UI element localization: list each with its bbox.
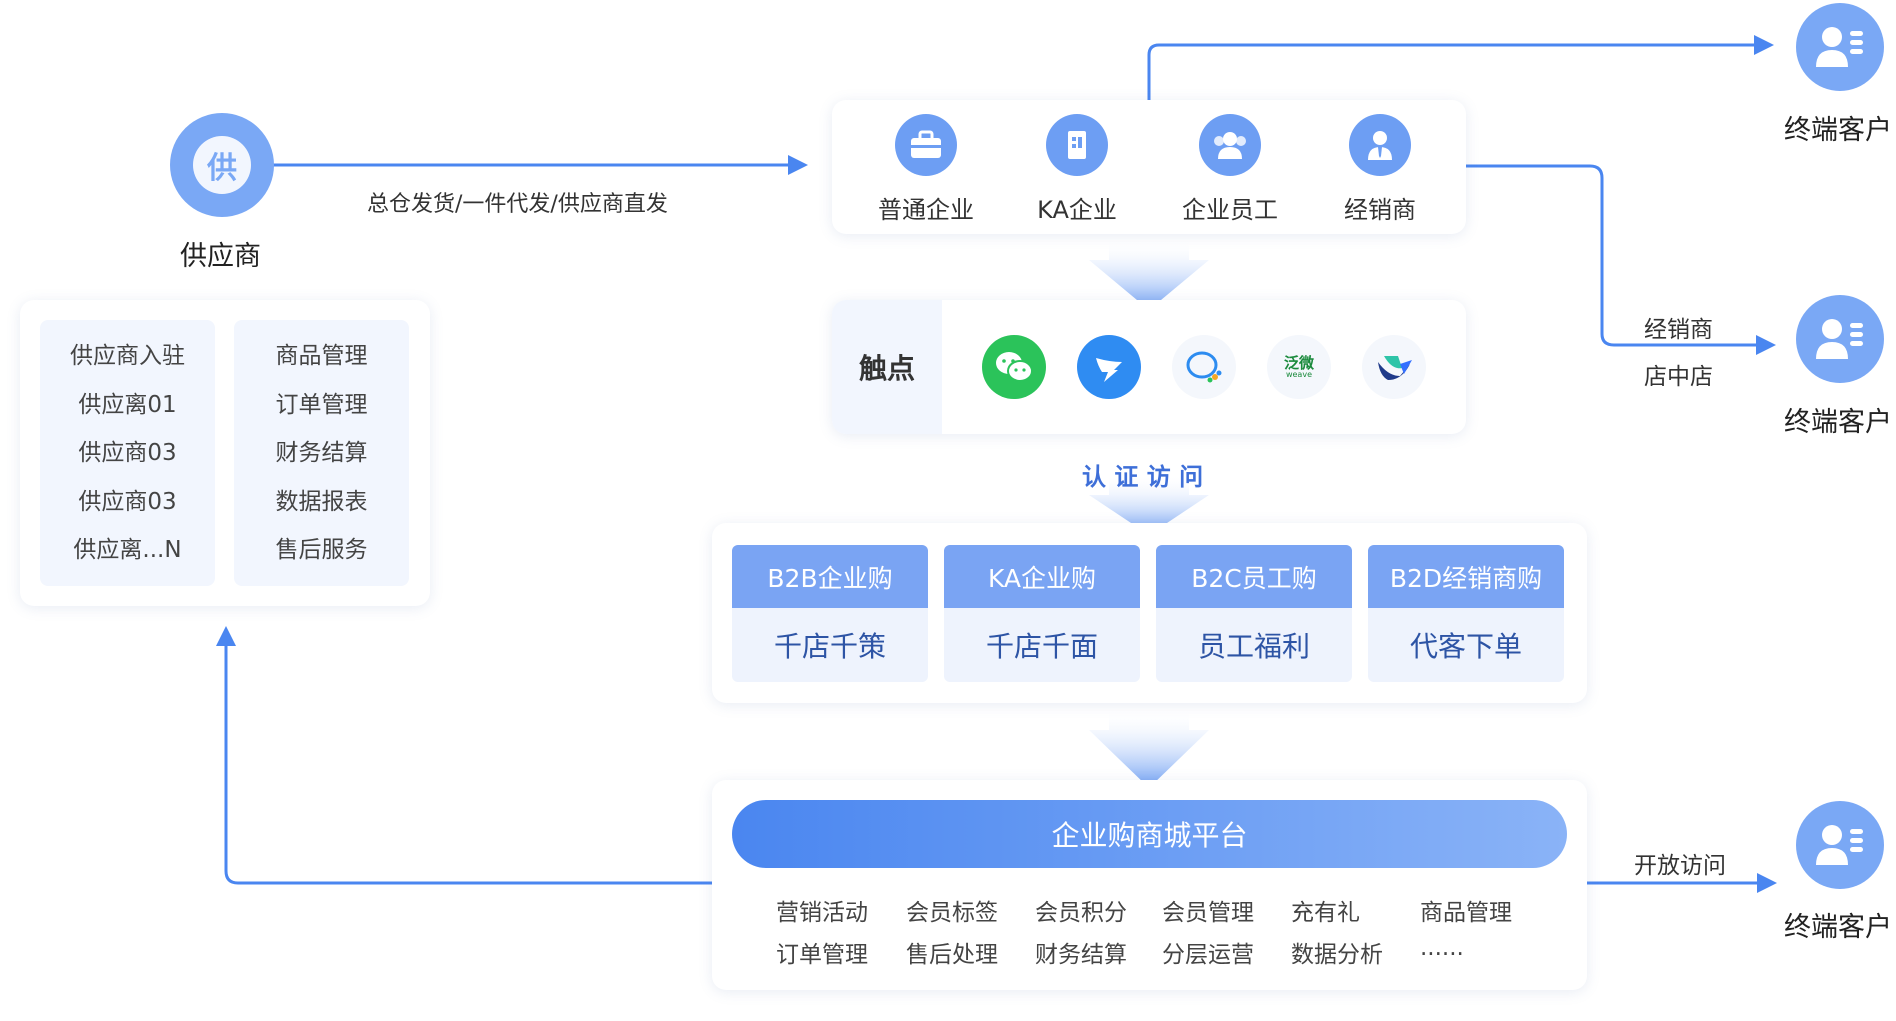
shipping-label: 总仓发货/一件代发/供应商直发 <box>367 192 668 217</box>
supplier-list-item: 供应商03 <box>78 440 177 466</box>
customer-type-label: 普通企业 <box>878 196 974 224</box>
touchpoints-label-box: 触点 <box>832 300 942 434</box>
weaver-sub: weave <box>1285 369 1312 379</box>
customer-type-dealer: 经销商 <box>1332 114 1428 225</box>
supplier-list: 供应商入驻 供应离01 供应商03 供应商03 供应离...N <box>40 320 215 586</box>
customer-types-card: 普通企业 KA企业 企业员工 经销商 <box>832 100 1466 234</box>
weaver-icon: 泛微 weave <box>1267 335 1331 399</box>
customer-type-employee: 企业员工 <box>1182 114 1278 225</box>
supplier-function-item: 订单管理 <box>275 391 368 418</box>
purchase-mode-b2d: B2D经销商购 代客下单 <box>1368 545 1564 682</box>
platform-feature: ...... <box>1420 935 1464 961</box>
supplier-info-card: 供应商入驻 供应离01 供应商03 供应商03 供应离...N 商品管理 订单管… <box>20 300 430 606</box>
purchase-modes-card: B2B企业购 千店千策 KA企业购 千店千面 B2C员工购 员工福利 B2D经销… <box>712 523 1587 703</box>
dealer-icon <box>1349 114 1411 176</box>
touchpoints-card: 触点 泛微 weave <box>832 300 1466 434</box>
feishu-icon <box>1362 335 1426 399</box>
customer-type-ka: KA企业 <box>1029 114 1125 225</box>
supplier-list-item: 供应离01 <box>78 391 177 418</box>
supplier-list-item: 供应离...N <box>73 537 182 563</box>
platform-feature: 订单管理 <box>776 942 868 968</box>
flow-chevron-3 <box>1089 710 1209 788</box>
supplier-function-item: 数据报表 <box>275 488 368 515</box>
platform-feature: 数据分析 <box>1291 942 1383 968</box>
flow-chevron-2 <box>1089 475 1209 535</box>
purchase-mode-title: B2D经销商购 <box>1368 545 1564 608</box>
supplier-list-item: 供应商入驻 <box>70 343 185 369</box>
supplier-list-item: 供应商03 <box>78 488 177 515</box>
platform-feature: 营销活动 <box>776 900 868 926</box>
customer-type-general: 普通企业 <box>878 114 974 225</box>
customer-type-label: KA企业 <box>1037 196 1117 224</box>
weaver-text: 泛微 <box>1283 353 1314 372</box>
supplier-function-item: 售后服务 <box>275 537 368 563</box>
end-customer-1-arrow <box>1147 35 1774 100</box>
supplier-function-item: 商品管理 <box>275 343 368 369</box>
end-customer-icon <box>1796 295 1884 383</box>
open-access-label: 开放访问 <box>1634 853 1726 879</box>
end-customer-2-arrow <box>1466 164 1776 355</box>
building-icon <box>1046 114 1108 176</box>
purchase-mode-title: B2B企业购 <box>732 545 928 608</box>
purchase-mode-subtitle: 千店千策 <box>773 630 886 663</box>
end-customer-icon <box>1796 801 1884 889</box>
dealer-branch-label: 经销商 <box>1644 317 1713 343</box>
platform-feature: 财务结算 <box>1035 942 1127 968</box>
platform-title: 企业购商城平台 <box>1051 819 1248 852</box>
end-customer-label: 终端客户 <box>1784 115 1892 146</box>
supplier-label: 供应商 <box>180 241 261 272</box>
touchpoints-label: 触点 <box>858 352 915 385</box>
end-customer-icon <box>1796 3 1884 91</box>
flow-chevron-1 <box>1089 240 1209 310</box>
supplier-icon: 供 <box>170 113 274 217</box>
wechat-icon <box>982 335 1046 399</box>
dingtalk-icon <box>1077 335 1141 399</box>
auth-label: 认 证 访 问 <box>1082 463 1204 491</box>
purchase-mode-title: B2C员工购 <box>1156 545 1352 608</box>
briefcase-icon <box>895 114 957 176</box>
platform-title-bar: 企业购商城平台 <box>732 800 1567 868</box>
store-branch-label: 店中店 <box>1644 364 1713 390</box>
purchase-mode-title: KA企业购 <box>944 545 1140 608</box>
supplier-icon-char: 供 <box>207 151 237 186</box>
employees-icon <box>1199 114 1261 176</box>
purchase-mode-subtitle: 员工福利 <box>1197 630 1310 663</box>
supplier-functions: 商品管理 订单管理 财务结算 数据报表 售后服务 <box>234 320 409 586</box>
platform-feature: 分层运营 <box>1162 942 1254 968</box>
purchase-mode-subtitle: 代客下单 <box>1409 630 1522 663</box>
wecom-icon <box>1172 335 1236 399</box>
platform-feature: 会员管理 <box>1162 900 1254 926</box>
customer-type-label: 经销商 <box>1344 196 1416 224</box>
platform-to-supplier-arrow <box>216 626 712 885</box>
platform-feature: 售后处理 <box>906 942 998 968</box>
platform-feature: 会员积分 <box>1035 900 1127 926</box>
platform-feature: 商品管理 <box>1420 900 1512 926</box>
purchase-mode-b2c: B2C员工购 员工福利 <box>1156 545 1352 682</box>
customer-type-label: 企业员工 <box>1182 196 1278 224</box>
end-customer-label: 终端客户 <box>1784 912 1892 943</box>
purchase-mode-subtitle: 千店千面 <box>985 630 1098 663</box>
end-customer-label: 终端客户 <box>1784 407 1892 438</box>
purchase-mode-ka: KA企业购 千店千面 <box>944 545 1140 682</box>
purchase-mode-b2b: B2B企业购 千店千策 <box>732 545 928 682</box>
platform-feature: 会员标签 <box>906 900 998 926</box>
platform-card: 企业购商城平台 营销活动 会员标签 会员积分 会员管理 充有礼 商品管理 订单管… <box>712 780 1587 990</box>
platform-feature: 充有礼 <box>1291 900 1360 926</box>
supplier-function-item: 财务结算 <box>275 440 368 466</box>
